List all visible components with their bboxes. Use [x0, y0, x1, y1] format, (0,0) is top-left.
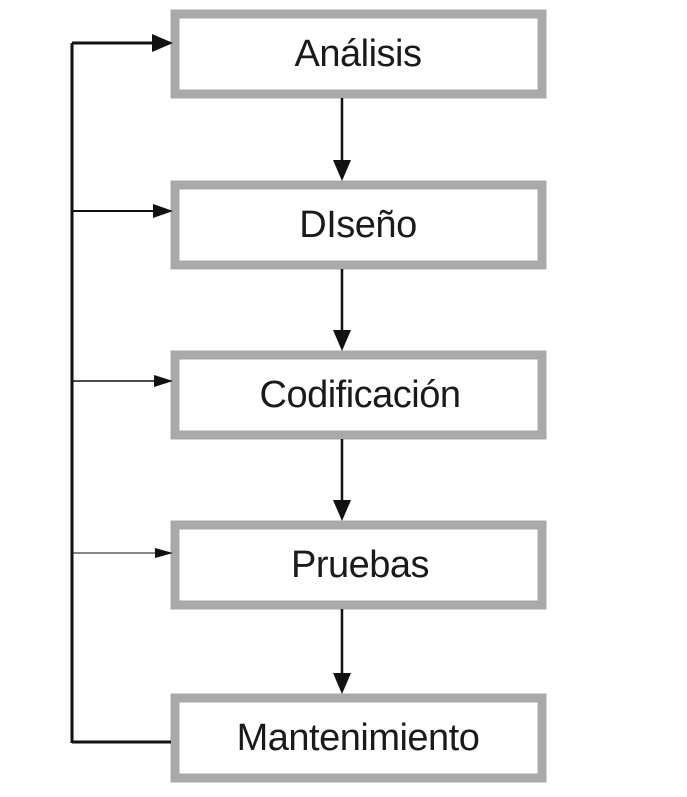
stage-mantenimiento-box	[170, 693, 547, 783]
down-arrow-1	[333, 98, 351, 181]
stage-codificacion-label: Codificación	[260, 374, 461, 416]
feedback-arrow-diseno	[72, 204, 173, 218]
down-arrow-3	[333, 439, 351, 521]
stage-analisis-box	[170, 9, 547, 99]
stage-analisis: Análisis	[170, 9, 547, 99]
stage-diseno: DIseño	[170, 180, 547, 270]
stage-mantenimiento-label: Mantenimiento	[237, 717, 480, 759]
stage-pruebas-box	[170, 520, 547, 610]
feedback-loop	[70, 34, 173, 744]
stage-pruebas: Pruebas	[170, 520, 547, 610]
stage-analisis-label: Análisis	[295, 33, 422, 75]
feedback-arrow-pruebas	[72, 548, 173, 558]
stage-codificacion-box	[170, 350, 547, 440]
stage-diseno-box	[170, 180, 547, 270]
stage-pruebas-label: Pruebas	[291, 544, 429, 586]
feedback-arrow-codificacion	[72, 375, 173, 387]
stage-codificacion: Codificación	[170, 350, 547, 440]
stage-diseno-label: DIseño	[299, 204, 416, 246]
stage-mantenimiento: Mantenimiento	[170, 693, 547, 783]
down-arrow-2	[333, 269, 351, 351]
down-arrow-4	[333, 609, 351, 694]
feedback-arrow-analisis	[72, 34, 173, 52]
